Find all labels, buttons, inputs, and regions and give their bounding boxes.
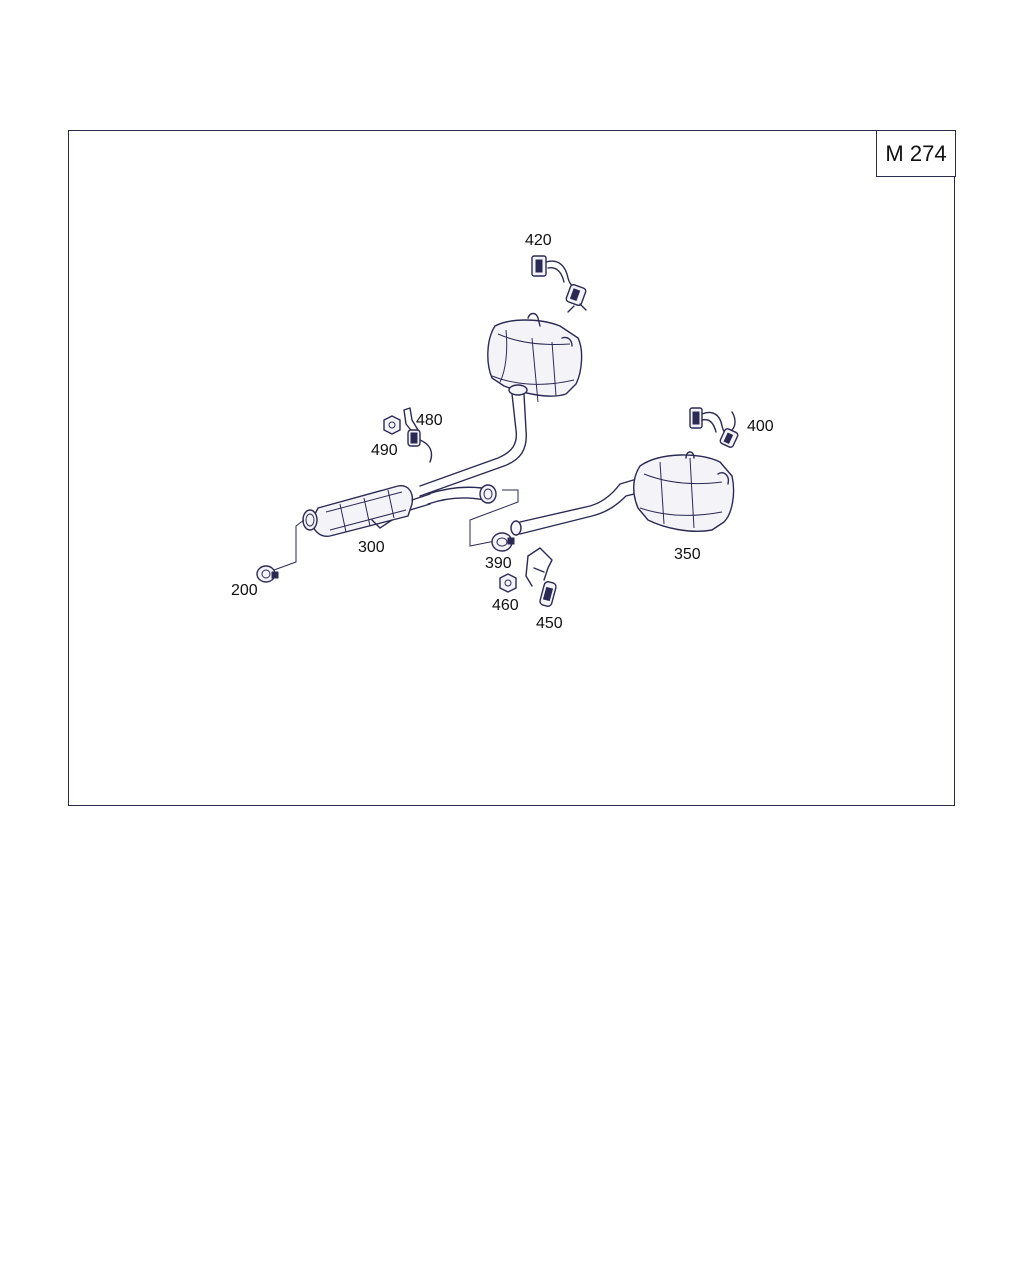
bracket-480[interactable] [403, 407, 433, 463]
intermediate-pipe-left[interactable] [419, 393, 527, 497]
center-muffler-300[interactable] [302, 485, 431, 537]
label-450: 450 [536, 615, 563, 632]
model-code: M 274 [885, 140, 947, 166]
label-300: 300 [358, 539, 385, 556]
label-490: 490 [371, 442, 398, 459]
clamp-200[interactable] [256, 519, 305, 583]
hanger-420[interactable] [531, 255, 587, 313]
bracket-450[interactable] [525, 547, 557, 607]
label-390: 390 [485, 555, 512, 572]
diagram-frame [68, 130, 955, 806]
intermediate-pipe-right[interactable] [510, 477, 643, 536]
hanger-400[interactable] [689, 407, 739, 448]
label-460: 460 [492, 597, 519, 614]
label-480: 480 [416, 412, 443, 429]
label-200: 200 [231, 582, 258, 599]
rear-silencer-left[interactable] [487, 312, 583, 403]
nut-460[interactable] [499, 573, 517, 593]
clamp-390[interactable] [491, 532, 515, 552]
label-420: 420 [525, 232, 552, 249]
crossover-pipe[interactable] [427, 484, 497, 505]
callout-bracket-390 [469, 489, 519, 547]
label-400: 400 [747, 418, 774, 435]
nut-490[interactable] [383, 415, 401, 435]
model-code-box: M 274 [876, 130, 956, 177]
label-350: 350 [674, 546, 701, 563]
rear-silencer-right-350[interactable] [633, 451, 735, 532]
